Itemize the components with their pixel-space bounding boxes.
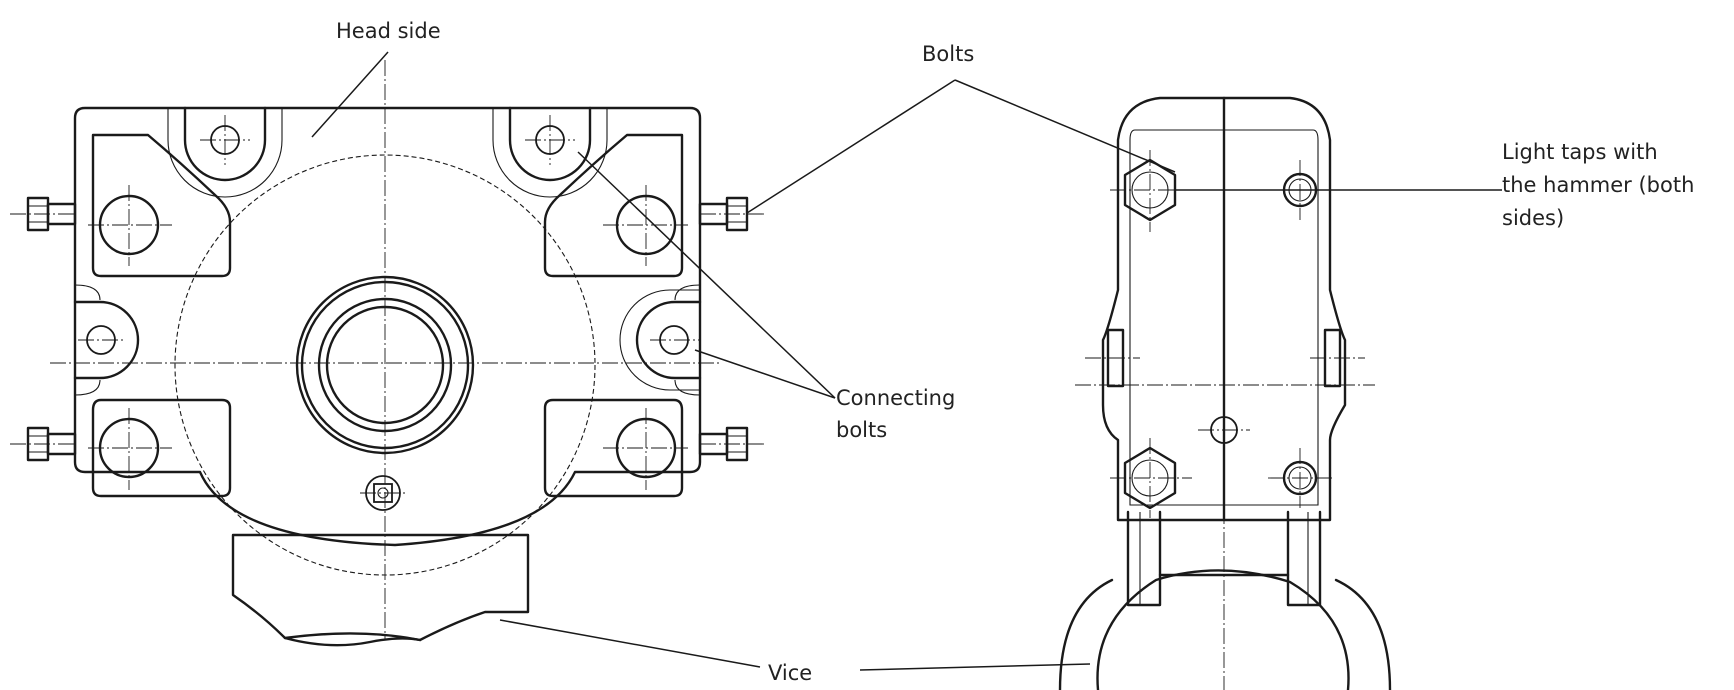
vice-front	[231, 533, 530, 647]
label-light-taps-line2: the hammer (both	[1502, 173, 1694, 197]
label-light-taps-line1: Light taps with	[1502, 140, 1658, 164]
label-vice: Vice	[768, 661, 812, 685]
vice-side	[1058, 510, 1392, 690]
label-bolts: Bolts	[922, 42, 974, 66]
label-light-taps-line3: sides)	[1502, 206, 1564, 230]
connecting-bolt-bosses-side	[73, 289, 702, 391]
grease-nipple	[360, 475, 406, 511]
label-connecting-bolts-line1: Connecting	[836, 386, 955, 410]
label-head-side: Head side	[336, 19, 441, 43]
connecting-bolt-bosses-top	[167, 106, 608, 198]
clamp-bolts-front	[10, 196, 765, 462]
side-body-outline	[1101, 96, 1347, 522]
corner-pockets	[88, 133, 688, 498]
tap-marks	[1198, 160, 1332, 508]
side-view	[1058, 96, 1392, 690]
housing-outline	[73, 106, 702, 547]
leader-lines	[311, 51, 1502, 671]
label-connecting-bolts-line2: bolts	[836, 418, 887, 442]
front-view	[10, 60, 765, 647]
